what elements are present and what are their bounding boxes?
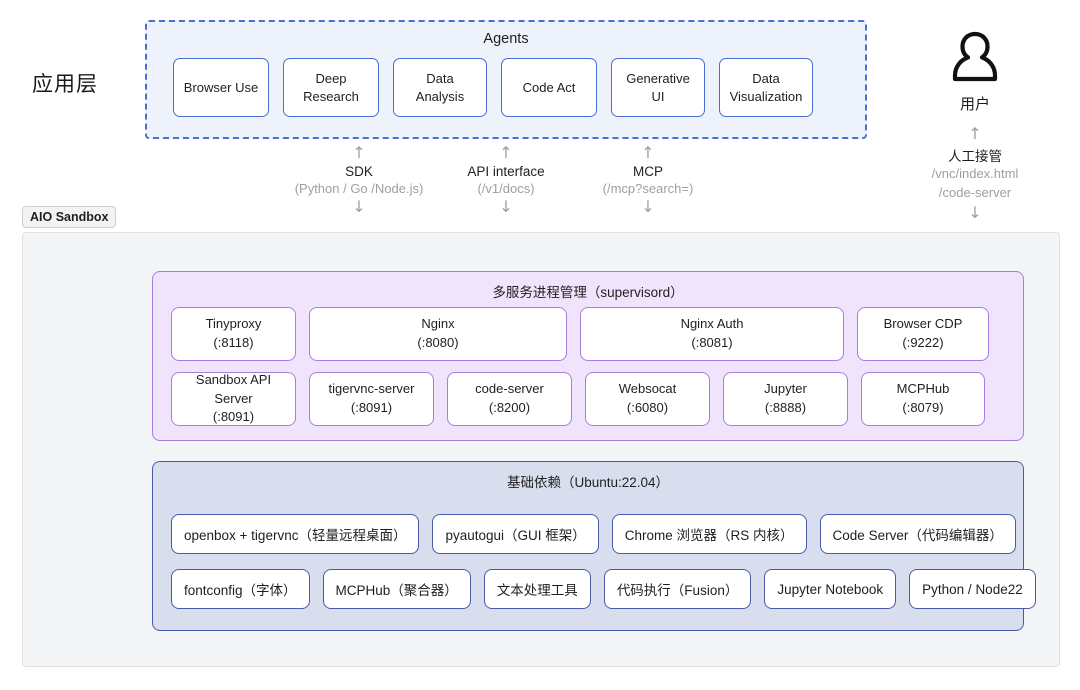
user-block: 用户 ↑ 人工接管 /vnc/index.html /code-server ↓ (880, 28, 1070, 221)
base-jupyter-notebook[interactable]: Jupyter Notebook (764, 569, 897, 609)
arrow-down-icon: ↓ (499, 197, 513, 216)
service-row-1: Tinyproxy (:8118) Nginx (:8080) Nginx Au… (171, 307, 989, 361)
base-pyautogui[interactable]: pyautogui（GUI 框架） (432, 514, 599, 554)
arrow-up-icon: ↑ (968, 124, 982, 143)
base-layer-title: 基础依赖（Ubuntu:22.04） (506, 475, 670, 490)
service-sandbox-api-port: (:8091) (212, 409, 255, 425)
base-row-2: fontconfig（字体） MCPHub（聚合器） 文本处理工具 代码执行（F… (171, 569, 1036, 609)
service-tinyproxy[interactable]: Tinyproxy (:8118) (171, 307, 296, 361)
connector-api-label: API interface (467, 164, 545, 179)
connector-mcp-label: MCP (633, 164, 663, 179)
service-jupyter-port: (:8888) (764, 400, 807, 415)
arrow-down-icon: ↓ (641, 197, 655, 216)
connector-api-interface: ↑ API interface (/v1/docs) ↓ (411, 143, 601, 216)
service-layer-title: 多服务进程管理（supervisord） (492, 285, 684, 300)
service-browser-cdp-port: (:9222) (902, 335, 944, 350)
agents-title: Agents (483, 31, 529, 47)
agent-browser-use[interactable]: Browser Use (173, 58, 269, 117)
service-tinyproxy-port: (:8118) (213, 335, 254, 350)
user-handover-label: 人工接管 (948, 149, 1002, 164)
service-browser-cdp-name: Browser CDP (883, 316, 963, 332)
service-nginx-name: Nginx (421, 316, 455, 332)
service-tigervnc-name: tigervnc-server (328, 381, 415, 397)
connector-mcp-detail: (/mcp?search=) (602, 181, 694, 196)
service-tinyproxy-name: Tinyproxy (205, 316, 262, 332)
connector-mcp: ↑ MCP (/mcp?search=) ↓ (553, 143, 743, 216)
arrow-up-icon: ↑ (641, 143, 655, 162)
user-path-code-server: /code-server (938, 184, 1012, 200)
sandbox-badge: AIO Sandbox (22, 206, 117, 228)
base-openbox-tigervnc[interactable]: openbox + tigervnc（轻量远程桌面） (171, 514, 420, 554)
arrow-down-icon: ↓ (352, 197, 366, 216)
arrow-up-icon: ↑ (499, 143, 513, 162)
arrow-up-icon: ↑ (352, 143, 366, 162)
service-mcphub-name: MCPHub (896, 381, 950, 397)
base-code-execution-fusion[interactable]: 代码执行（Fusion） (603, 569, 752, 609)
service-websocat-port: (:6080) (626, 400, 669, 415)
layer-label-application: 应用层 (32, 73, 98, 96)
user-label: 用户 (959, 96, 990, 113)
agents-container: Agents Browser Use Deep Research Data An… (145, 20, 867, 139)
agent-generative-ui[interactable]: Generative UI (611, 58, 705, 117)
service-tigervnc-port: (:8091) (350, 400, 393, 415)
user-person-icon (880, 28, 1070, 90)
base-layer-container: 基础依赖（Ubuntu:22.04） openbox + tigervnc（轻量… (152, 461, 1036, 631)
base-fontconfig[interactable]: fontconfig（字体） (171, 569, 310, 609)
service-code-server-name: code-server (475, 381, 544, 397)
arrow-down-icon: ↓ (968, 202, 982, 222)
agent-data-analysis[interactable]: Data Analysis (393, 58, 487, 117)
service-tigervnc-server[interactable]: tigervnc-server (:8091) (309, 372, 434, 426)
service-nginx-port: (:8080) (417, 335, 459, 350)
service-sandbox-api-server[interactable]: Sandbox API Server (:8091) (171, 372, 296, 426)
service-nginx-auth[interactable]: Nginx Auth (:8081) (580, 307, 844, 361)
service-row-2: Sandbox API Server (:8091) tigervnc-serv… (171, 372, 985, 426)
service-sandbox-api-name: Sandbox API Server (195, 371, 272, 406)
service-code-server-port: (:8200) (488, 400, 531, 415)
base-text-processing-tools[interactable]: 文本处理工具 (483, 569, 591, 609)
connector-api-detail: (/v1/docs) (477, 181, 535, 196)
agent-deep-research[interactable]: Deep Research (283, 58, 379, 117)
service-jupyter[interactable]: Jupyter (:8888) (723, 372, 848, 426)
service-jupyter-name: Jupyter (764, 381, 807, 397)
agents-list: Browser Use Deep Research Data Analysis … (173, 58, 813, 117)
service-mcphub-port: (:8079) (902, 400, 944, 415)
service-browser-cdp[interactable]: Browser CDP (:9222) (857, 307, 989, 361)
connector-sdk-label: SDK (345, 164, 373, 179)
service-websocat-name: Websocat (618, 381, 677, 397)
sandbox-container: 多服务进程管理（supervisord） Tinyproxy (:8118) N… (22, 232, 1060, 667)
service-websocat[interactable]: Websocat (:6080) (585, 372, 710, 426)
service-nginx[interactable]: Nginx (:8080) (309, 307, 567, 361)
connector-sdk: ↑ SDK (Python / Go /Node.js) ↓ (264, 143, 454, 216)
base-row-1: openbox + tigervnc（轻量远程桌面） pyautogui（GUI… (171, 514, 1016, 554)
service-code-server[interactable]: code-server (:8200) (447, 372, 572, 426)
connector-sdk-detail: (Python / Go /Node.js) (294, 181, 424, 196)
base-chrome-browser[interactable]: Chrome 浏览器（RS 内核） (611, 514, 807, 554)
agent-data-visualization[interactable]: Data Visualization (719, 58, 813, 117)
service-nginx-auth-port: (:8081) (691, 335, 733, 350)
service-mcphub[interactable]: MCPHub (:8079) (861, 372, 985, 426)
user-path-vnc: /vnc/index.html (931, 166, 1019, 181)
base-code-server[interactable]: Code Server（代码编辑器） (819, 514, 1016, 554)
service-layer-container: 多服务进程管理（supervisord） Tinyproxy (:8118) N… (152, 271, 1024, 441)
base-python-node22[interactable]: Python / Node22 (909, 569, 1036, 609)
agent-code-act[interactable]: Code Act (501, 58, 597, 117)
base-mcphub[interactable]: MCPHub（聚合器） (322, 569, 471, 609)
service-nginx-auth-name: Nginx Auth (680, 316, 744, 332)
